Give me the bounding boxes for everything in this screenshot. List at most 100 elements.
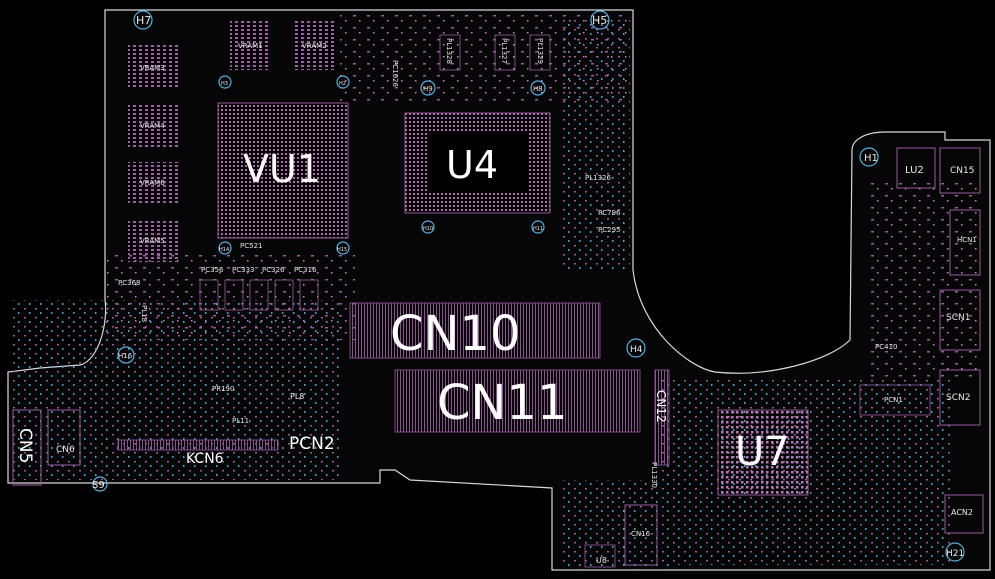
- acn2-connector: [944, 494, 984, 534]
- vram3-label: VRAM3: [140, 64, 165, 72]
- pc316-label: PC316: [294, 266, 317, 274]
- cn15-connector: [939, 147, 981, 194]
- pc295-label: PC295: [598, 226, 620, 234]
- vram2-label: VRAM2: [302, 42, 327, 50]
- scn1-label: SCN1: [946, 313, 970, 323]
- s9-label: S9: [92, 480, 105, 491]
- vram6-chip: [128, 162, 178, 204]
- h2-label: H2: [339, 81, 346, 87]
- u4-label: U4: [446, 143, 498, 187]
- h15-label: H15: [337, 247, 347, 253]
- small-labels: VRAM1 VRAM2 VRAM3 VRAM4 VRAM6 VRAM5 PL13…: [118, 42, 897, 565]
- pl1328-label: PL1328: [445, 38, 453, 64]
- pl1326-label: PL1326: [585, 174, 611, 182]
- cn15-label: CN15: [950, 166, 974, 176]
- pl1327-label: PL1327: [500, 38, 508, 64]
- cn10-slot: [349, 302, 601, 359]
- component-field-right-top: [560, 20, 630, 270]
- pc368-label: PC368: [118, 279, 140, 287]
- h3-label: H3: [221, 81, 228, 87]
- pc1026-label: PC1026: [391, 60, 399, 87]
- h14-hole: [218, 241, 232, 255]
- vram5-label: VRAM5: [140, 237, 165, 245]
- vram1-label: VRAM1: [238, 42, 263, 50]
- h11-hole: [531, 220, 545, 234]
- cn5-label: CN5: [15, 428, 35, 463]
- h7-label: H7: [136, 14, 151, 27]
- h7-hole: [133, 10, 153, 30]
- pl18-label: PL18: [140, 305, 148, 322]
- h1-hole: [859, 147, 879, 167]
- vram-chips: [128, 20, 335, 262]
- cn12-label: CN12: [654, 390, 668, 423]
- cn16-connector: [624, 504, 658, 566]
- h9-hole: [420, 80, 436, 96]
- vram4-label: VRAM4: [140, 122, 165, 130]
- h8-hole: [530, 80, 546, 96]
- h21-label: H21: [946, 549, 964, 559]
- u7-label: U7: [735, 429, 790, 475]
- h9-label: H9: [423, 85, 433, 93]
- pc796-label: PC796: [598, 209, 621, 217]
- mounting-holes: [92, 10, 965, 562]
- scn2-connector: [939, 369, 981, 426]
- cn5-connector: [12, 409, 42, 486]
- pl1329-label: PL1329: [536, 38, 544, 64]
- h1-label: H1: [864, 153, 878, 164]
- pc333-label: PC333: [232, 266, 254, 274]
- kcn6-connector: [117, 439, 279, 451]
- component-field-right2: [870, 180, 980, 380]
- pl8-label: PL8: [290, 392, 304, 401]
- h11-label: H11: [533, 226, 543, 232]
- h5-hole: [590, 10, 610, 30]
- pcn1-label: PCN1: [884, 396, 903, 404]
- h10-hole: [421, 220, 435, 234]
- scn1-connector: [939, 289, 981, 351]
- h5-label: H5: [592, 14, 607, 27]
- cn6-label: CN6: [56, 445, 75, 455]
- pl1330-label: PL1330: [650, 462, 658, 488]
- u8-chip: [584, 544, 616, 568]
- h4-label: H4: [630, 345, 643, 355]
- vu1-label: VU1: [243, 147, 321, 191]
- h3-hole: [218, 75, 232, 89]
- cn10-label: CN10: [390, 306, 521, 362]
- vram4-chip: [128, 105, 178, 147]
- h16-label: H16: [118, 352, 133, 360]
- pc356-label: PC356: [201, 266, 224, 274]
- h21-hole: [945, 542, 965, 562]
- h15-hole: [336, 241, 350, 255]
- vram5-chip: [128, 220, 178, 262]
- connectors: [12, 147, 984, 568]
- pc521-label: PC521: [240, 242, 262, 250]
- h10-label: H10: [423, 226, 433, 232]
- pl11-label: PL11: [232, 417, 249, 425]
- hcn1-connector: [949, 209, 981, 276]
- cn12-slot: [654, 369, 670, 466]
- hcn1-label: HCN1: [957, 236, 977, 244]
- inductor-row: [199, 34, 551, 311]
- h16-hole: [117, 346, 135, 364]
- cn6-connector: [47, 409, 81, 466]
- vram3-chip: [128, 45, 178, 87]
- s9-hole: [92, 476, 108, 492]
- h4-hole: [626, 338, 646, 358]
- pc410-label: PC410: [875, 343, 897, 351]
- pcn1-connector: [859, 384, 931, 416]
- pr190-label: PR190: [212, 385, 234, 393]
- u8-label: U8: [596, 556, 607, 565]
- lu2-component: [896, 147, 936, 189]
- u4-die: [428, 133, 528, 193]
- acn2-label: ACN2: [951, 508, 973, 517]
- cn16-label: CN16: [631, 530, 651, 538]
- h14-label: H14: [219, 247, 229, 253]
- pc326-label: PC326: [262, 266, 285, 274]
- h2-hole: [336, 75, 350, 89]
- vram1-chip: [230, 20, 270, 70]
- component-field-mid: [105, 250, 355, 340]
- h8-label: H8: [533, 85, 543, 93]
- cn11-label: CN11: [437, 375, 568, 431]
- vu1-chip: [217, 102, 349, 239]
- pcn2-label: PCN2: [289, 434, 335, 454]
